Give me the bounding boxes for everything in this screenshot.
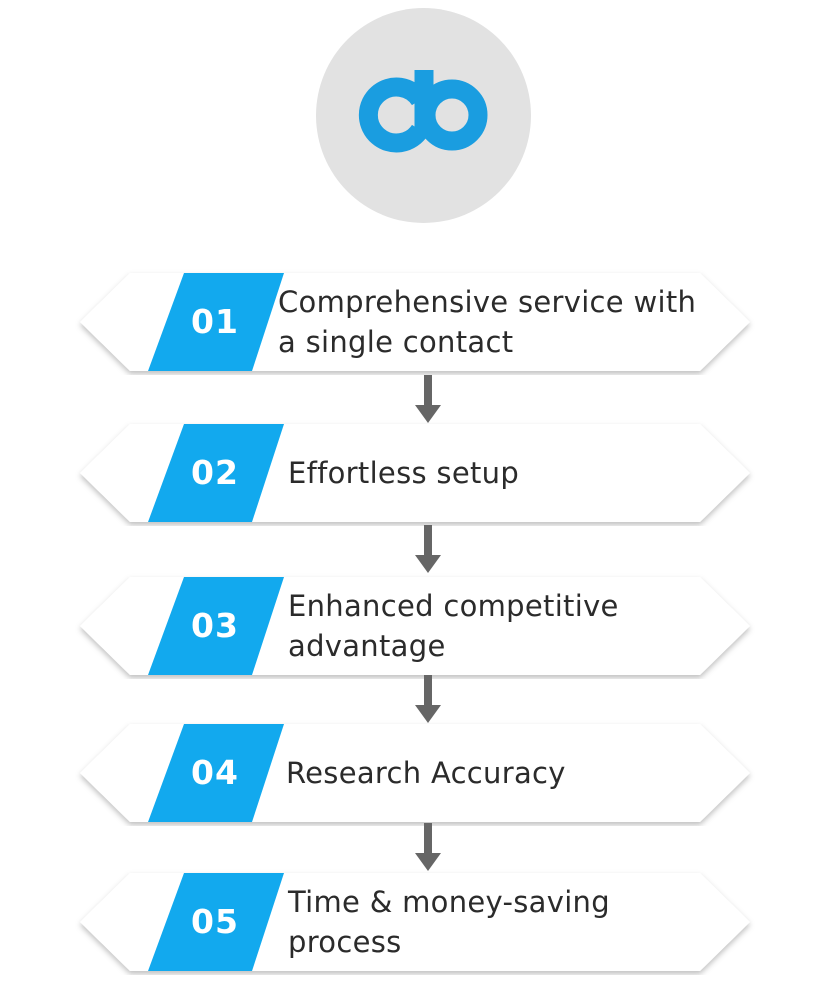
step-number: 04 xyxy=(191,753,239,792)
step-number: 05 xyxy=(191,902,239,941)
step-banner xyxy=(80,273,750,371)
step-number: 02 xyxy=(191,453,239,492)
step-02: 02 Effortless setup xyxy=(0,420,822,526)
step-label: Enhanced competitive advantage xyxy=(288,589,619,663)
logo-badge xyxy=(316,8,531,223)
down-arrow-icon xyxy=(415,375,441,423)
step-number: 03 xyxy=(191,606,239,645)
down-arrow-icon xyxy=(415,675,441,723)
step-banner xyxy=(80,873,750,971)
step-label: Research Accuracy xyxy=(286,756,566,790)
step-05: 05 Time & money-saving process xyxy=(0,869,822,975)
step-01: 01 Comprehensive service with a single c… xyxy=(0,269,822,375)
cb-logo-icon xyxy=(358,70,488,153)
step-banner xyxy=(80,577,750,675)
step-label: Comprehensive service with a single cont… xyxy=(278,285,697,359)
step-banner xyxy=(80,424,750,522)
step-banner xyxy=(80,724,750,822)
step-label: Effortless setup xyxy=(288,456,520,490)
step-label: Time & money-saving process xyxy=(288,885,610,959)
step-04: 04 Research Accuracy xyxy=(0,720,822,826)
down-arrow-icon xyxy=(415,823,441,871)
down-arrow-icon xyxy=(415,525,441,573)
step-number: 01 xyxy=(191,302,239,341)
step-03: 03 Enhanced competitive advantage xyxy=(0,573,822,679)
